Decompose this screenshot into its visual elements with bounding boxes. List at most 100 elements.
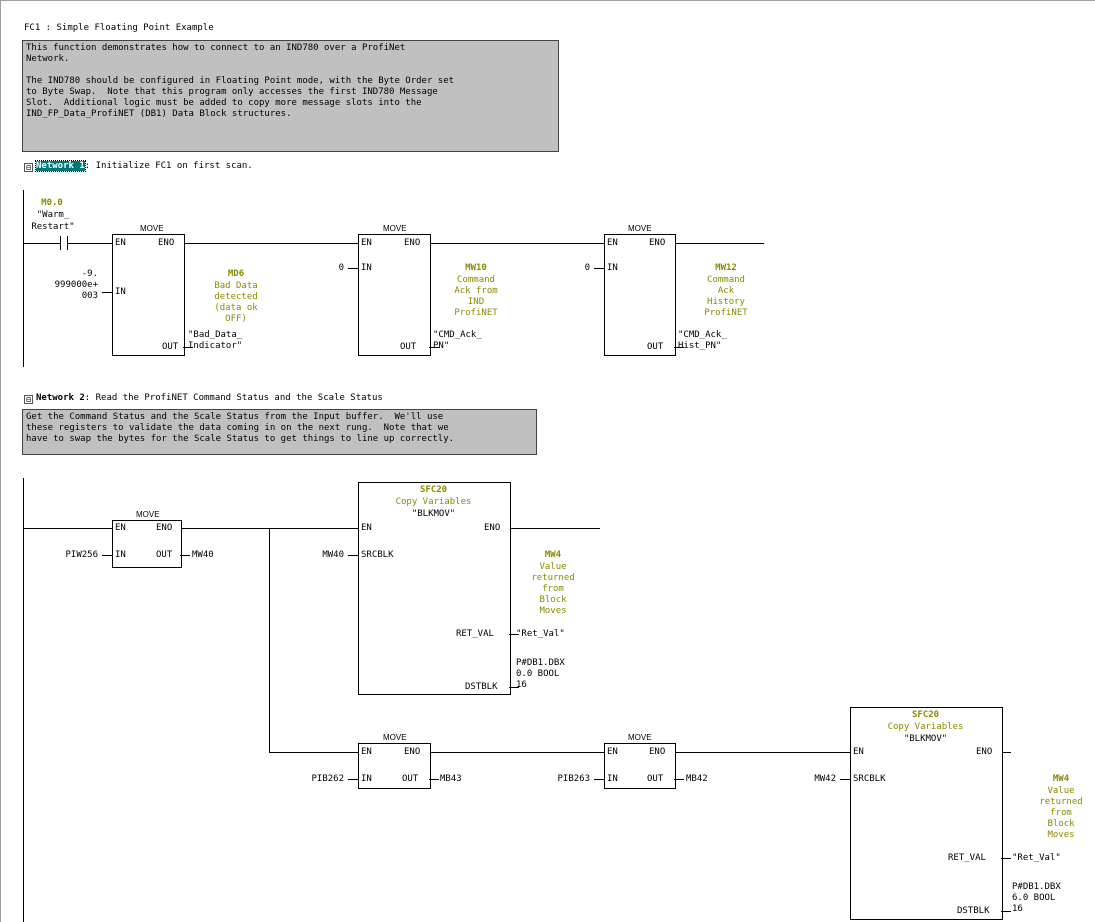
pin-in: IN: [115, 550, 126, 560]
pin-in: IN: [361, 774, 372, 784]
network1-header[interactable]: Network 1: Initialize FC1 on first scan.: [35, 160, 253, 172]
move-b-out-value[interactable]: MB43: [440, 774, 462, 784]
pin-en: EN: [607, 238, 618, 248]
pin-wire: [674, 347, 684, 348]
frame-top: [0, 0, 1095, 1]
sfc-a-dst-value[interactable]: P#DB1.DBX 0.0 BOOL 16: [516, 658, 565, 690]
block-title: FC1 : Simple Floating Point Example: [24, 23, 214, 33]
move3-out-symbol[interactable]: "CMD_Ack_ Hist_PN": [678, 330, 727, 351]
move2-out-symbol[interactable]: "CMD_Ack_ PN": [433, 330, 482, 351]
network1-label[interactable]: Network 1: [35, 160, 86, 172]
pin-wire: [102, 555, 112, 556]
network2-title[interactable]: : Read the ProfiNET Command Status and t…: [84, 393, 383, 403]
pin-wire: [594, 779, 604, 780]
left-power-rail-1: [23, 190, 24, 367]
move-c-in-value[interactable]: PIB263: [557, 774, 590, 784]
pin-in: IN: [607, 263, 618, 273]
network2-comment[interactable]: Get the Command Status and the Scale Sta…: [22, 409, 537, 455]
pin-out: OUT: [647, 342, 664, 352]
move-block-c[interactable]: [604, 743, 676, 789]
pin-wire: [180, 555, 190, 556]
pin-eno: ENO: [404, 747, 421, 757]
move-block-3[interactable]: [604, 234, 676, 356]
pin-wire: [348, 779, 358, 780]
contact-left-bar[interactable]: [60, 236, 61, 250]
move1-out-address: MD6: [227, 269, 245, 279]
sfc20-block-b[interactable]: [850, 707, 1003, 920]
frame-left: [0, 0, 1, 922]
move1-out-comment: Bad Data detected (data ok OFF): [214, 281, 258, 324]
sfc-a-ret-address: MW4: [544, 550, 562, 560]
move-block-b[interactable]: [358, 743, 431, 789]
sfc20-block-a[interactable]: [358, 482, 511, 695]
network1-title[interactable]: : Initialize FC1 on first scan.: [84, 161, 253, 171]
move-a-in-value[interactable]: PIW256: [65, 550, 98, 560]
pin-wire: [1001, 858, 1011, 859]
pin-wire: [183, 347, 193, 348]
pin-wire: [348, 555, 358, 556]
sfc-b-desc: Copy Variables: [887, 722, 964, 732]
sfc-a-ret-symbol[interactable]: "Ret_Val": [516, 629, 565, 639]
move-block-a[interactable]: [112, 520, 182, 568]
move3-in-value[interactable]: 0: [584, 263, 590, 273]
sfc-b-src-value[interactable]: MW42: [814, 774, 836, 784]
network1-collapse-icon[interactable]: ⊟: [24, 163, 33, 172]
rung-wire: [674, 243, 764, 244]
pin-dstblk: DSTBLK: [957, 906, 990, 916]
pin-out: OUT: [647, 774, 664, 784]
sfc-b-dst-value[interactable]: P#DB1.DBX 6.0 BOOL 16: [1012, 882, 1061, 914]
pin-out: OUT: [156, 550, 173, 560]
network2-collapse-icon[interactable]: ⊟: [24, 395, 33, 404]
move1-out-symbol[interactable]: "Bad_Data_ Indicator": [188, 330, 243, 351]
rung-wire: [1001, 752, 1011, 753]
pin-eno: ENO: [649, 238, 666, 248]
pin-in: IN: [607, 774, 618, 784]
pin-wire: [348, 268, 358, 269]
contact-symbol: "Warm_ Restart": [31, 210, 75, 232]
pin-wire: [102, 292, 112, 293]
move2-out-comment: Command Ack from IND ProfiNET: [454, 275, 498, 318]
sfc-a-ret-comment: Value returned from Block Moves: [531, 562, 575, 616]
pin-en: EN: [361, 747, 372, 757]
pin-in: IN: [115, 287, 126, 297]
pin-en: EN: [115, 238, 126, 248]
move3-out-address: MW12: [715, 263, 737, 273]
rung-wire: [429, 752, 604, 753]
move-block-title: MOVE: [628, 733, 652, 742]
pin-wire: [509, 634, 519, 635]
network2-label[interactable]: Network 2: [36, 393, 85, 403]
pin-out: OUT: [400, 342, 417, 352]
sfc-b-ret-address: MW4: [1052, 774, 1070, 784]
sfc-a-src-value[interactable]: MW40: [322, 550, 344, 560]
pin-ret-val: RET_VAL: [948, 853, 986, 863]
move-block-title: MOVE: [383, 224, 407, 233]
pin-eno: ENO: [484, 523, 501, 533]
pin-wire: [509, 687, 519, 688]
sfc-a-symbol: "BLKMOV": [411, 509, 456, 519]
pin-eno: ENO: [649, 747, 666, 757]
rung-wire: [429, 243, 604, 244]
pin-srcblk: SRCBLK: [853, 774, 886, 784]
move-c-out-value[interactable]: MB42: [686, 774, 708, 784]
move-a-out-value[interactable]: MW40: [192, 550, 214, 560]
pin-eno: ENO: [404, 238, 421, 248]
sfc-b-ret-symbol[interactable]: "Ret_Val": [1012, 853, 1061, 863]
contact-address: M0.0: [41, 198, 63, 208]
pin-eno: ENO: [156, 523, 173, 533]
pin-eno: ENO: [158, 238, 175, 248]
move-block-1[interactable]: [112, 234, 185, 356]
sfc-a-desc: Copy Variables: [395, 497, 472, 507]
pin-wire: [594, 268, 604, 269]
network2-header[interactable]: Network 2: Read the ProfiNET Command Sta…: [36, 392, 383, 404]
rung-wire: [23, 528, 112, 529]
pin-ret-val: RET_VAL: [456, 629, 494, 639]
move2-in-value[interactable]: 0: [338, 263, 344, 273]
move1-in-value[interactable]: -9. 999000e+ 003: [54, 269, 98, 301]
block-comment[interactable]: This function demonstrates how to connec…: [22, 40, 559, 152]
sfc-a-name: SFC20: [419, 485, 448, 495]
sfc-b-symbol: "BLKMOV": [903, 734, 948, 744]
pin-en: EN: [361, 238, 372, 248]
move-block-title: MOVE: [628, 224, 652, 233]
move-block-2[interactable]: [358, 234, 431, 356]
move-b-in-value[interactable]: PIB262: [311, 774, 344, 784]
